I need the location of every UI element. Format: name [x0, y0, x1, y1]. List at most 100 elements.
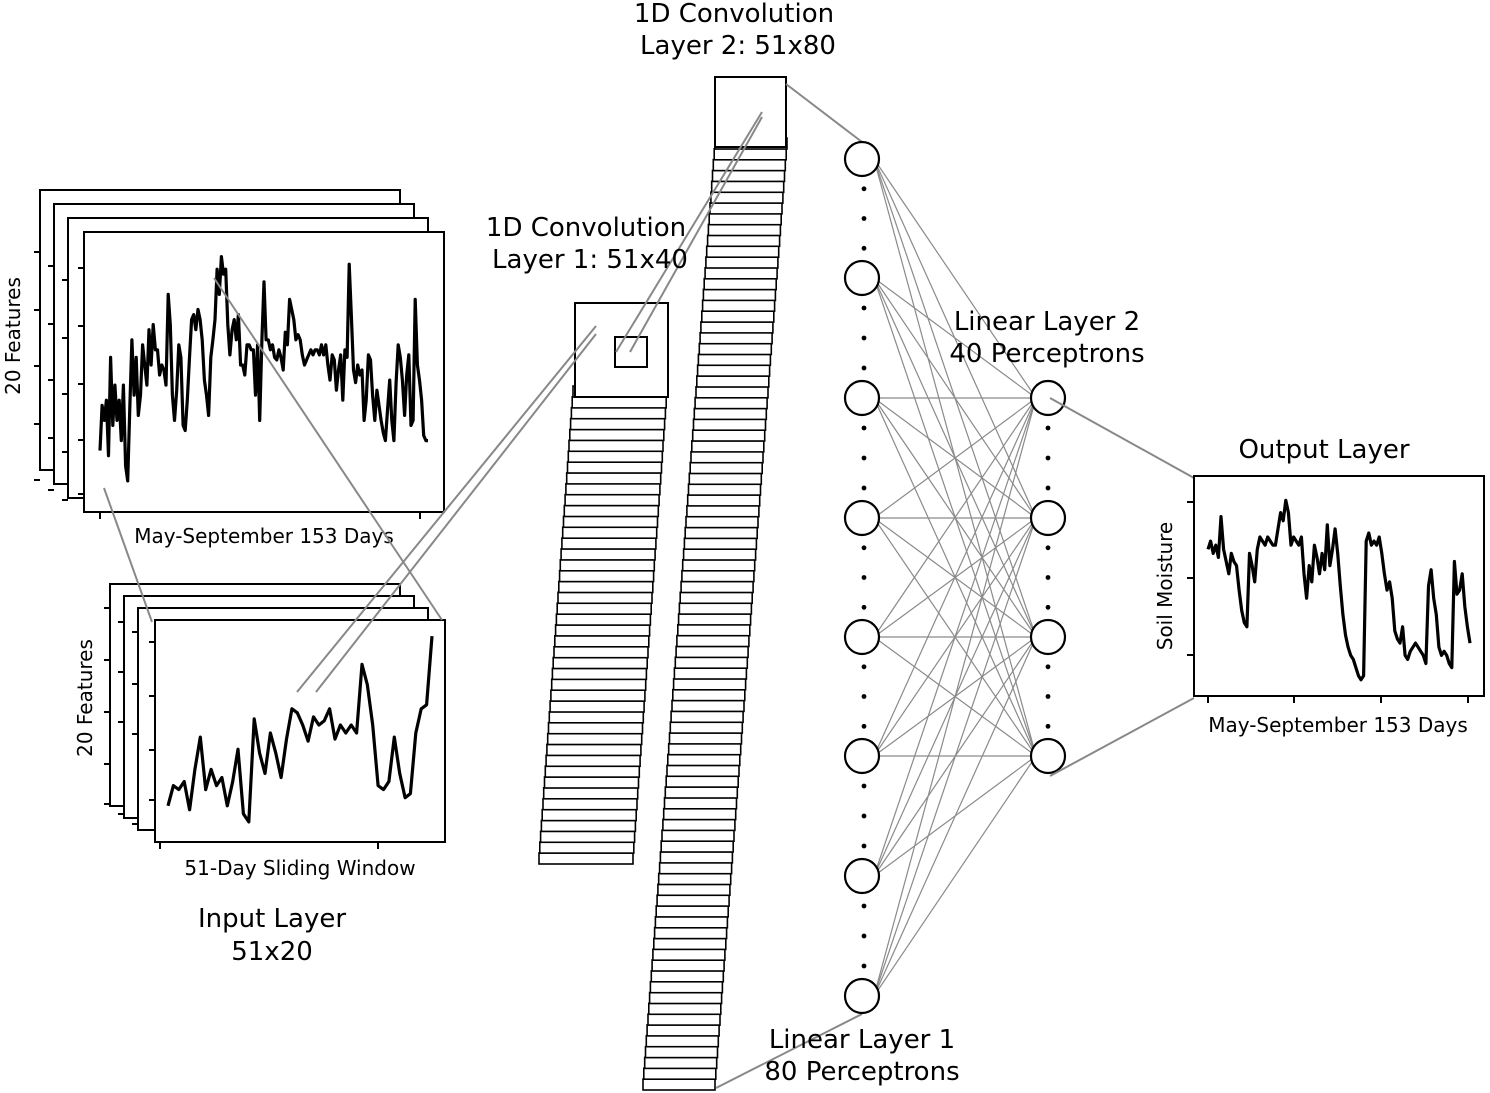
conv2-channel-slice: [677, 613, 752, 626]
window-plot-xlabel: 51-Day Sliding Window: [184, 856, 415, 880]
conv1-channel-slice: [564, 493, 660, 507]
conv1-channel-slice: [561, 526, 658, 540]
output-soil-moisture-line: [1206, 498, 1472, 682]
conv1-channel-slice: [548, 710, 645, 724]
ellipsis-dot: [861, 575, 867, 580]
input-layer-title-line2: 51x20: [231, 937, 313, 967]
conv2-channel-slice: [681, 558, 756, 572]
conv1-channel-slice: [561, 537, 657, 550]
ellipsis-dot: [861, 455, 867, 461]
conv1-channel-slice: [551, 667, 648, 681]
conv1-channel-slice: [560, 548, 656, 561]
conv2-channel-slice: [690, 440, 765, 453]
output-plot-ticks: [1187, 501, 1469, 703]
conv1-channel-slice: [558, 569, 655, 583]
linear-layer-1-node: [843, 140, 881, 178]
conv2-channel-slice: [710, 191, 784, 204]
conv2-channel-slice: [705, 256, 779, 269]
linear-layer-1-node: [843, 379, 881, 417]
output-plot-ylabel: Soil Moisture: [1153, 522, 1177, 650]
conv1-title-line2: Layer 1: 51x40: [492, 245, 688, 275]
linear-layer-1-node: [843, 618, 881, 656]
conv1-channel-slice: [545, 754, 641, 768]
conv1-channel-slice: [541, 808, 638, 822]
conv1-channel-slice: [550, 678, 647, 692]
conv1-channel-slice: [568, 439, 664, 453]
conv2-channel-slice: [696, 364, 771, 377]
conv1-channel-slice: [542, 797, 638, 811]
linear-layer-1-node: [843, 259, 881, 297]
conv2-channel-slice: [695, 385, 769, 399]
conv1-channel-slice: [549, 700, 645, 713]
ellipsis-dot: [861, 216, 867, 221]
ellipsis-dot: [861, 664, 867, 670]
conv1-title-line1: 1D Convolution: [486, 213, 686, 243]
dense-connection: [873, 397, 1037, 997]
conv2-channel-slice: [704, 266, 778, 280]
ellipsis-dot: [1045, 664, 1051, 670]
conv2-channel-slice: [691, 429, 766, 442]
ellipsis-dot: [861, 843, 867, 849]
conv1-channel-slice: [538, 852, 634, 865]
ellipsis-dot: [861, 186, 867, 192]
feature-plot-front-ticks: [78, 267, 421, 519]
conv1-channel-slice: [553, 634, 650, 648]
conv2-channel-slice: [683, 537, 758, 551]
conv2-channel-slice: [661, 829, 735, 843]
conv-connector-lines: [296, 83, 863, 1089]
conv2-channel-slice: [649, 980, 724, 994]
conv2-channel-slice: [670, 710, 744, 724]
conv1-channel-slice: [562, 515, 659, 529]
ellipsis-dot: [861, 305, 867, 311]
ellipsis-dot: [861, 245, 867, 251]
conv2-channel-slice: [667, 742, 742, 756]
conv2-channel-slice: [693, 407, 768, 421]
conv2-channel-slice: [698, 342, 773, 356]
linear-layer-1-node: [843, 737, 881, 775]
conv2-channel-slice: [666, 764, 740, 778]
conv2-channel-slice: [669, 721, 744, 734]
ellipsis-dot: [1045, 723, 1051, 729]
conv2-channel-slice: [644, 1045, 719, 1059]
conv2-channel-slice: [703, 277, 778, 291]
conv2-title-line1: 1D Convolution: [634, 0, 834, 29]
ellipsis-dot: [861, 933, 867, 939]
conv2-channel-slice: [694, 396, 768, 410]
conv1-channel-slice: [554, 624, 651, 637]
conv2-channel-slice: [692, 418, 767, 432]
conv1-channel-slice: [571, 396, 668, 409]
ellipsis-dot: [861, 903, 867, 909]
conv1-channel-slice: [557, 591, 653, 605]
conv2-channel-slice: [678, 602, 753, 615]
conv2-channel-slice: [708, 212, 783, 226]
output-connector-lines: [1049, 397, 1195, 777]
conv2-title-line2: Layer 2: 51x80: [640, 31, 836, 61]
conv2-channel-slice: [676, 634, 750, 648]
conv2-channel-slice: [652, 937, 727, 951]
conv1-channel-slice: [539, 830, 636, 844]
ellipsis-dot: [1045, 545, 1051, 551]
conv2-channel-slice: [656, 894, 730, 907]
conv1-channel-slice: [546, 743, 642, 757]
conv1-channel-slice: [567, 450, 664, 464]
conv2-channel-slice: [695, 375, 770, 388]
ellipsis-dot: [1045, 485, 1051, 491]
conv2-channel-slice: [657, 883, 731, 897]
conv1-channel-slice: [543, 776, 640, 789]
output-plot-xlabel: May-September 153 Days: [1208, 713, 1468, 737]
ellipsis-dot: [861, 335, 867, 341]
ellipsis-dot: [861, 813, 867, 819]
linear-layer-1-nodes: [843, 140, 881, 1015]
conv2-channel-slice: [699, 331, 773, 345]
conv2-channel-slice: [701, 299, 776, 313]
conv2-channel-slice: [705, 245, 780, 258]
ellipsis-dot: [861, 545, 867, 551]
window-plot-stack: 20 Features 51-Day Sliding Window: [73, 583, 446, 880]
conv2-channel-slice: [659, 851, 734, 864]
ellipsis-dot: [861, 694, 867, 699]
conv2-channel-slice: [648, 991, 723, 1005]
conv2-channel-slice: [660, 840, 735, 853]
linear-layer-1-node: [843, 499, 881, 537]
output-plot: Soil Moisture May-September 153 Days: [1153, 475, 1485, 737]
linear-layer-1-ellipsis-dots: [861, 186, 867, 969]
